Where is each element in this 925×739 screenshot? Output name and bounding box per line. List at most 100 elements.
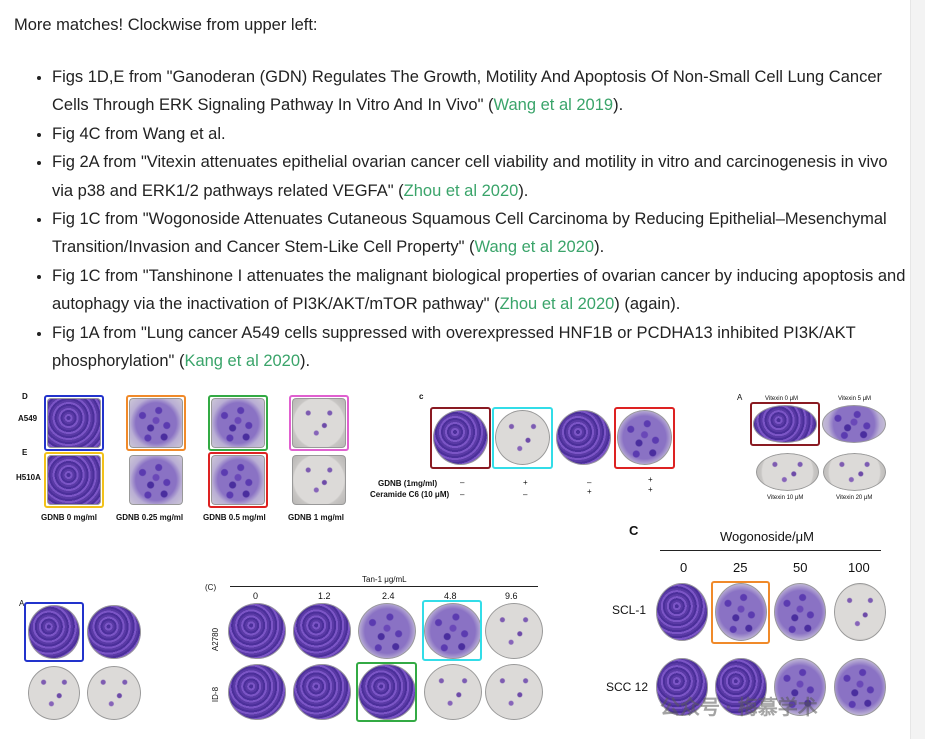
- panel-label-a: A: [737, 393, 743, 402]
- row-label-h510a: H510A: [16, 473, 41, 482]
- colony-dish: [293, 603, 351, 659]
- tanshinone-dose: 2.4: [382, 591, 395, 601]
- gdnb-col-label: GDNB 1 mg/ml: [288, 513, 345, 522]
- highlight-box-cyan: [422, 600, 482, 661]
- vitexin-dose-label: Vitexin 5 μM: [838, 396, 872, 402]
- match-item: Fig 1C from "Tanshinone I attenuates the…: [52, 262, 907, 319]
- highlight-box-blue: [44, 395, 104, 451]
- tanshinone-dose: 1.2: [318, 591, 331, 601]
- wogonoside-row-label: SCL-1: [612, 603, 647, 617]
- panel-label-e: E: [22, 448, 28, 457]
- colony-dish: [556, 410, 611, 465]
- colony-dish: [433, 410, 488, 465]
- vitexin-dose-label: Vitexin 20 μM: [836, 495, 873, 501]
- vitexin-dose-label: Vitexin 10 μM: [767, 495, 804, 501]
- wogonoside-row-label: SCC 12: [606, 680, 649, 694]
- treatment-label-ceramide: Ceramide C6 (10 μM): [370, 490, 450, 499]
- page-scrollbar[interactable]: [910, 0, 925, 739]
- colony-dish: [424, 664, 482, 720]
- panel-label-c-wogonoside: C: [629, 523, 639, 538]
- panel-label-c: c: [419, 392, 424, 401]
- highlight-box-red: [208, 452, 268, 508]
- colony-dish: [87, 605, 141, 659]
- citation-link[interactable]: Zhou et al 2020: [403, 181, 519, 200]
- wogonoside-dose: 100: [848, 560, 870, 575]
- match-item-text: Fig 1A from "Lung cancer A549 cells supp…: [52, 323, 856, 371]
- match-item: Fig 1C from "Wogonoside Attenuates Cutan…: [52, 205, 907, 262]
- colony-dish: [293, 664, 351, 720]
- highlight-box-cyan: [492, 407, 553, 469]
- treatment-sign: +: [523, 478, 528, 487]
- match-item-text: Figs 1D,E from "Ganoderan (GDN) Regulate…: [52, 68, 882, 115]
- axis-line: [660, 550, 881, 551]
- treatment-sign: –: [460, 478, 465, 487]
- treatment-sign: –: [460, 490, 465, 499]
- match-item: Fig 4C from Wang et al.: [52, 120, 907, 148]
- match-item-text: Fig 2A from "Vitexin attenuates epitheli…: [52, 153, 888, 200]
- colony-dish: [129, 455, 183, 505]
- panel-label-d: D: [22, 392, 28, 401]
- colony-dish: [617, 410, 672, 465]
- highlight-box-maroon: [430, 407, 491, 469]
- gdnb-col-label: GDNB 0.5 mg/ml: [203, 513, 266, 522]
- match-item: Figs 1D,E from "Ganoderan (GDN) Regulate…: [52, 63, 907, 120]
- wogonoside-dose: 50: [793, 560, 808, 575]
- colony-dish: [715, 583, 767, 641]
- match-item: Fig 1A from "Lung cancer A549 cells supp…: [52, 319, 907, 376]
- wogonoside-dose: 25: [733, 560, 748, 575]
- colony-dish: [656, 583, 708, 641]
- match-item-tail: ).: [594, 238, 605, 257]
- treatment-sign: –: [523, 490, 528, 499]
- colony-dish: [485, 664, 543, 720]
- match-item-tail: ).: [613, 96, 624, 115]
- tanshinone-title: Tan-1 μg/mL: [362, 575, 407, 584]
- highlight-box-orange: [711, 581, 770, 644]
- colony-dish: [822, 405, 886, 443]
- match-item-text: Fig 4C from Wang et al.: [52, 124, 226, 143]
- colony-dish: [656, 658, 708, 716]
- match-item-text: Fig 1C from "Wogonoside Attenuates Cutan…: [52, 210, 887, 257]
- match-item-tail: ).: [300, 352, 311, 371]
- colony-dish: [834, 658, 886, 716]
- vitexin-dose-label: Vitexin 0 μM: [765, 396, 799, 402]
- citation-link[interactable]: Kang et al 2020: [184, 352, 301, 371]
- panel-label-c-tanshinone: (C): [205, 583, 217, 592]
- colony-dish: [129, 398, 183, 448]
- colony-dish: [47, 398, 101, 448]
- colony-dish: [358, 664, 416, 720]
- citation-link[interactable]: Wang et al 2019: [493, 96, 614, 115]
- highlight-box-maroon: [750, 402, 820, 446]
- highlight-box-green: [356, 662, 417, 722]
- panel-label-a-hnf1b: A: [19, 599, 25, 608]
- colony-dish: [358, 603, 416, 659]
- tanshinone-row-label: A2780: [211, 627, 221, 652]
- highlight-box-pink: [289, 395, 349, 451]
- colony-dish: [756, 453, 819, 491]
- citation-link[interactable]: Zhou et al 2020: [499, 295, 615, 314]
- colony-dish: [753, 405, 817, 443]
- axis-line: [230, 586, 538, 587]
- colony-dish: [774, 658, 826, 716]
- match-item-tail: ) (again).: [614, 295, 681, 314]
- tanshinone-dose: 9.6: [505, 591, 518, 601]
- colony-dish: [834, 583, 886, 641]
- highlight-box-yellow: [44, 452, 104, 508]
- watermark: 公众号 · 梅慕学术: [660, 697, 818, 719]
- colony-dish: [292, 398, 346, 448]
- tanshinone-dose: 0: [253, 591, 259, 601]
- match-item-tail: ).: [518, 181, 529, 200]
- treatment-sign: +: [587, 487, 592, 496]
- colony-dish: [28, 666, 80, 720]
- colony-dish: [228, 603, 286, 659]
- treatment-sign: –: [587, 478, 592, 487]
- citation-link[interactable]: Wang et al 2020: [474, 238, 595, 257]
- figure-collage: D A549 E H510A GDNB 0 mg/ml GDNB 0.25 mg…: [0, 380, 925, 739]
- highlight-box-orange: [126, 395, 186, 451]
- wogonoside-title: Wogonoside/μM: [720, 529, 814, 544]
- match-item-text: Fig 1C from "Tanshinone I attenuates the…: [52, 266, 906, 314]
- colony-dish: [823, 453, 886, 491]
- tanshinone-row-label: ID-8: [211, 686, 221, 703]
- treatment-sign: +: [648, 475, 653, 484]
- treatment-sign: +: [648, 485, 653, 494]
- row-label-a549: A549: [18, 414, 38, 423]
